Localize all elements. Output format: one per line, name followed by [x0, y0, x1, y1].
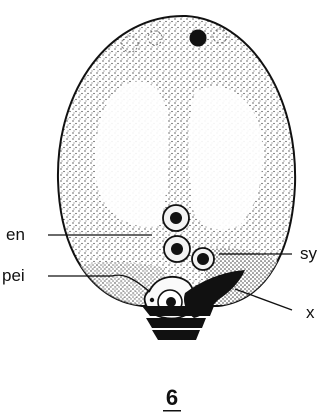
label-sy: sy [300, 244, 318, 263]
basal-stalk [142, 306, 214, 340]
polar-nucleus-top [190, 30, 207, 47]
synergid-nucleus [192, 248, 214, 270]
label-en: en [6, 225, 25, 244]
label-pei: pei [2, 266, 25, 285]
figure-number: 6 [166, 385, 178, 410]
label-x: x [306, 303, 315, 322]
scale-bar [163, 410, 181, 412]
